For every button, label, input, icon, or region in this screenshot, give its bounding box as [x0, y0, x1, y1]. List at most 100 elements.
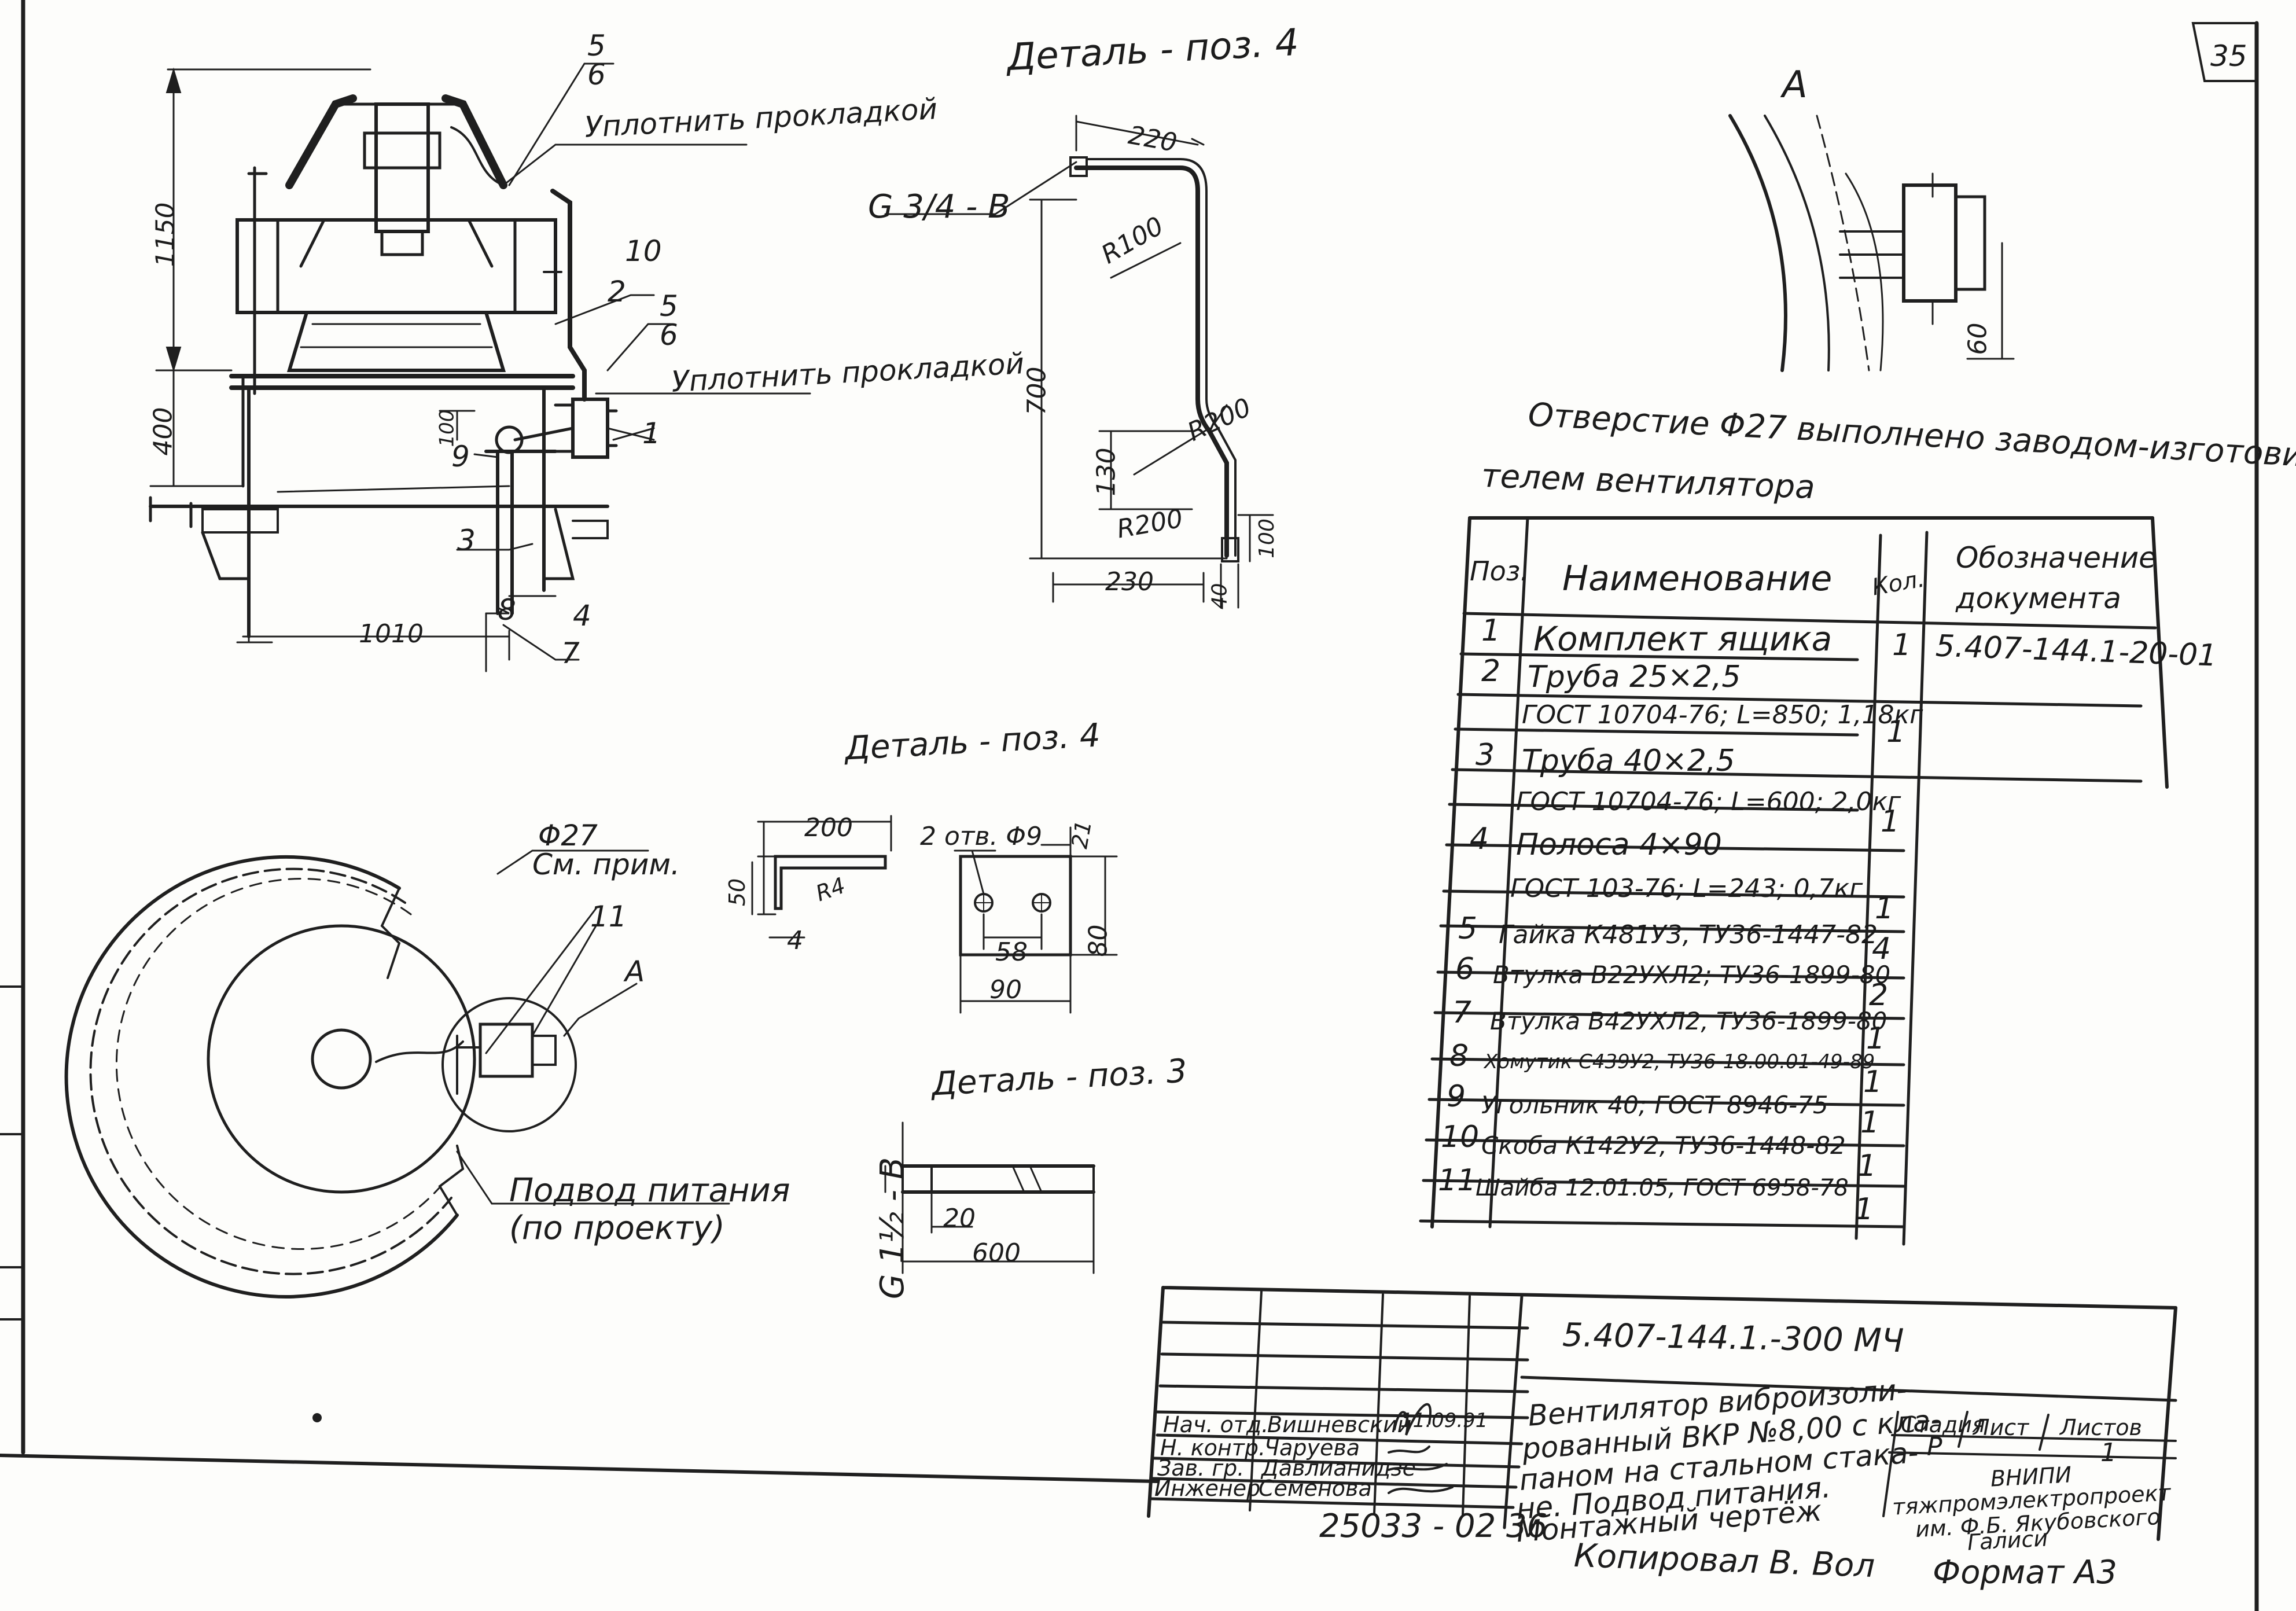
callout-8: 8: [498, 593, 516, 627]
plan-view: [64, 849, 730, 1299]
row-4b-name: ГОСТ 103-76; L=243; 0,7кг: [1510, 874, 1863, 903]
row-5-qty: 4: [1872, 932, 1892, 966]
sheet-format: Формат А3: [1933, 1554, 2117, 1591]
holes-note: 2 отв. Φ9: [920, 822, 1043, 851]
signer-name-4: Семенова: [1259, 1476, 1372, 1501]
row-6-qty: 2: [1869, 978, 1889, 1013]
row-6-name: Втулка В22УХЛ2; ТУ36-1899-80: [1493, 961, 1891, 989]
callout-7: 7: [561, 637, 580, 670]
detail-straight-pipe: [884, 1121, 1095, 1274]
plan-hole-dia: Φ27: [538, 819, 598, 852]
row-2b-qty: 1: [1886, 715, 1906, 749]
dim-4: 4: [787, 926, 803, 955]
stage-label: Стадия: [1901, 1412, 1985, 1437]
plan-callout-11: 11: [590, 900, 627, 933]
dim-230: 230: [1105, 567, 1154, 597]
signer-name-2: Чаруева: [1264, 1435, 1360, 1461]
header-pos: Поз.: [1470, 556, 1529, 587]
detail-bracket: [751, 815, 1118, 1014]
row-4-name: Полоса 4×90: [1516, 827, 1722, 862]
row-6-pos: 6: [1455, 952, 1475, 987]
callout-5-mid: 5: [660, 289, 678, 323]
dim-58: 58: [995, 937, 1028, 967]
plan-hole-note: См. прим.: [532, 848, 680, 881]
signer-role-4: Инженер: [1154, 1476, 1261, 1501]
dim-90: 90: [989, 975, 1022, 1005]
sheet-number: 35: [2210, 39, 2247, 73]
callout-6-top: 6: [587, 58, 606, 91]
power-note-1: Подвод питания: [509, 1172, 790, 1209]
row-3b-name: ГОСТ 10704-76; L=600; 2,0кг: [1516, 787, 1901, 816]
row-2-name: Труба 25×2,5: [1528, 660, 1741, 694]
row-2-pos: 2: [1481, 654, 1501, 689]
callout-5-top: 5: [587, 29, 606, 62]
sheets-label: Листов: [2060, 1415, 2142, 1440]
signer-role-1: Нач. отд.: [1163, 1412, 1269, 1437]
row-9-pos: 9: [1447, 1079, 1466, 1114]
dim-20: 20: [943, 1204, 976, 1233]
view-a: [1728, 114, 2015, 372]
small-mark: [312, 1413, 322, 1422]
callout-9: 9: [451, 440, 470, 473]
row-10-pos: 10: [1441, 1120, 1480, 1154]
signer-role-3: Зав. гр.: [1157, 1455, 1245, 1481]
callout-6-mid: 6: [660, 318, 678, 352]
frame-left-ticks: [0, 985, 24, 1321]
parts-table-lines: [1419, 516, 2169, 1246]
callout-10: 10: [625, 234, 662, 268]
thread-g34: G 3/4 - B: [868, 188, 1010, 226]
power-note-2: (по проекту): [509, 1209, 725, 1247]
row-7-name: Втулка В42УХЛ2, ТУ36-1899-80: [1490, 1007, 1887, 1035]
row-11-name: Шайба 12.01.05, ГОСТ 6958-78: [1476, 1175, 1849, 1201]
header-name: Наименование: [1562, 558, 1833, 599]
header-doc-1: Обозначение: [1956, 541, 2157, 575]
row-10-qty: 1: [1857, 1149, 1877, 1183]
row-4b-qty: 1: [1875, 891, 1894, 926]
row-9-name: Угольник 40; ГОСТ 8946-75: [1481, 1091, 1828, 1119]
signer-name-1: Вишневский: [1267, 1412, 1412, 1437]
frame-bottom-line: [0, 1454, 1159, 1483]
dim-200: 200: [804, 813, 853, 843]
row-3-pos: 3: [1476, 738, 1495, 773]
dim-1010: 1010: [359, 619, 424, 649]
row-1-pos: 1: [1481, 613, 1501, 648]
signature-date: 11.09.91: [1400, 1409, 1488, 1432]
row-3b-qty: 1: [1881, 804, 1900, 839]
dim-600: 600: [972, 1238, 1021, 1268]
row-5-name: Гайка К481У3, ТУ36-1447-82: [1499, 920, 1878, 950]
callout-4: 4: [573, 599, 591, 632]
row-2b-name: ГОСТ 10704-76; L=850; 1,18кг: [1522, 700, 1923, 730]
stage-value: Р: [1927, 1432, 1942, 1462]
detail-bent-pipe: [884, 115, 1274, 609]
sheet-label: Лист: [1973, 1415, 2029, 1440]
plan-callout-a: A: [625, 955, 645, 988]
sheet-number-box: [2191, 22, 2258, 82]
row-7-pos: 7: [1452, 995, 1472, 1030]
row-8-qty: 1: [1863, 1065, 1883, 1099]
row-8-name: Хомутик С439У2, ТУ36-18.00.01-49-89: [1484, 1050, 1875, 1073]
row-4-pos: 4: [1470, 822, 1489, 856]
row-3-name: Труба 40×2,5: [1522, 744, 1735, 778]
callout-1: 1: [642, 417, 661, 450]
header-doc-2: документа: [1956, 582, 2121, 615]
row-1-qty: 1: [1892, 628, 1912, 663]
callout-3: 3: [457, 524, 476, 557]
row-1-name: Комплект ящика: [1533, 619, 1833, 659]
callout-2: 2: [608, 275, 626, 308]
archive-number: 25033 - 02 36: [1319, 1507, 1548, 1545]
row-11-pos: 11: [1438, 1163, 1477, 1198]
view-a-label: A: [1782, 64, 1808, 106]
row-5-pos: 5: [1458, 911, 1478, 946]
row-11-qty: 1: [1855, 1192, 1874, 1227]
title-block-lines: [1147, 1286, 2177, 1541]
row-10-name: Скоба К142У2, ТУ36-1448-82: [1481, 1131, 1846, 1160]
row-8-pos: 8: [1449, 1039, 1469, 1073]
row-7-qty: 1: [1866, 1021, 1886, 1056]
row-9-qty: 1: [1860, 1105, 1880, 1140]
signer-name-3: Давлианидзе: [1261, 1455, 1416, 1481]
main-assembly-view: [149, 62, 811, 672]
sheets-value: 1: [2100, 1438, 2117, 1467]
